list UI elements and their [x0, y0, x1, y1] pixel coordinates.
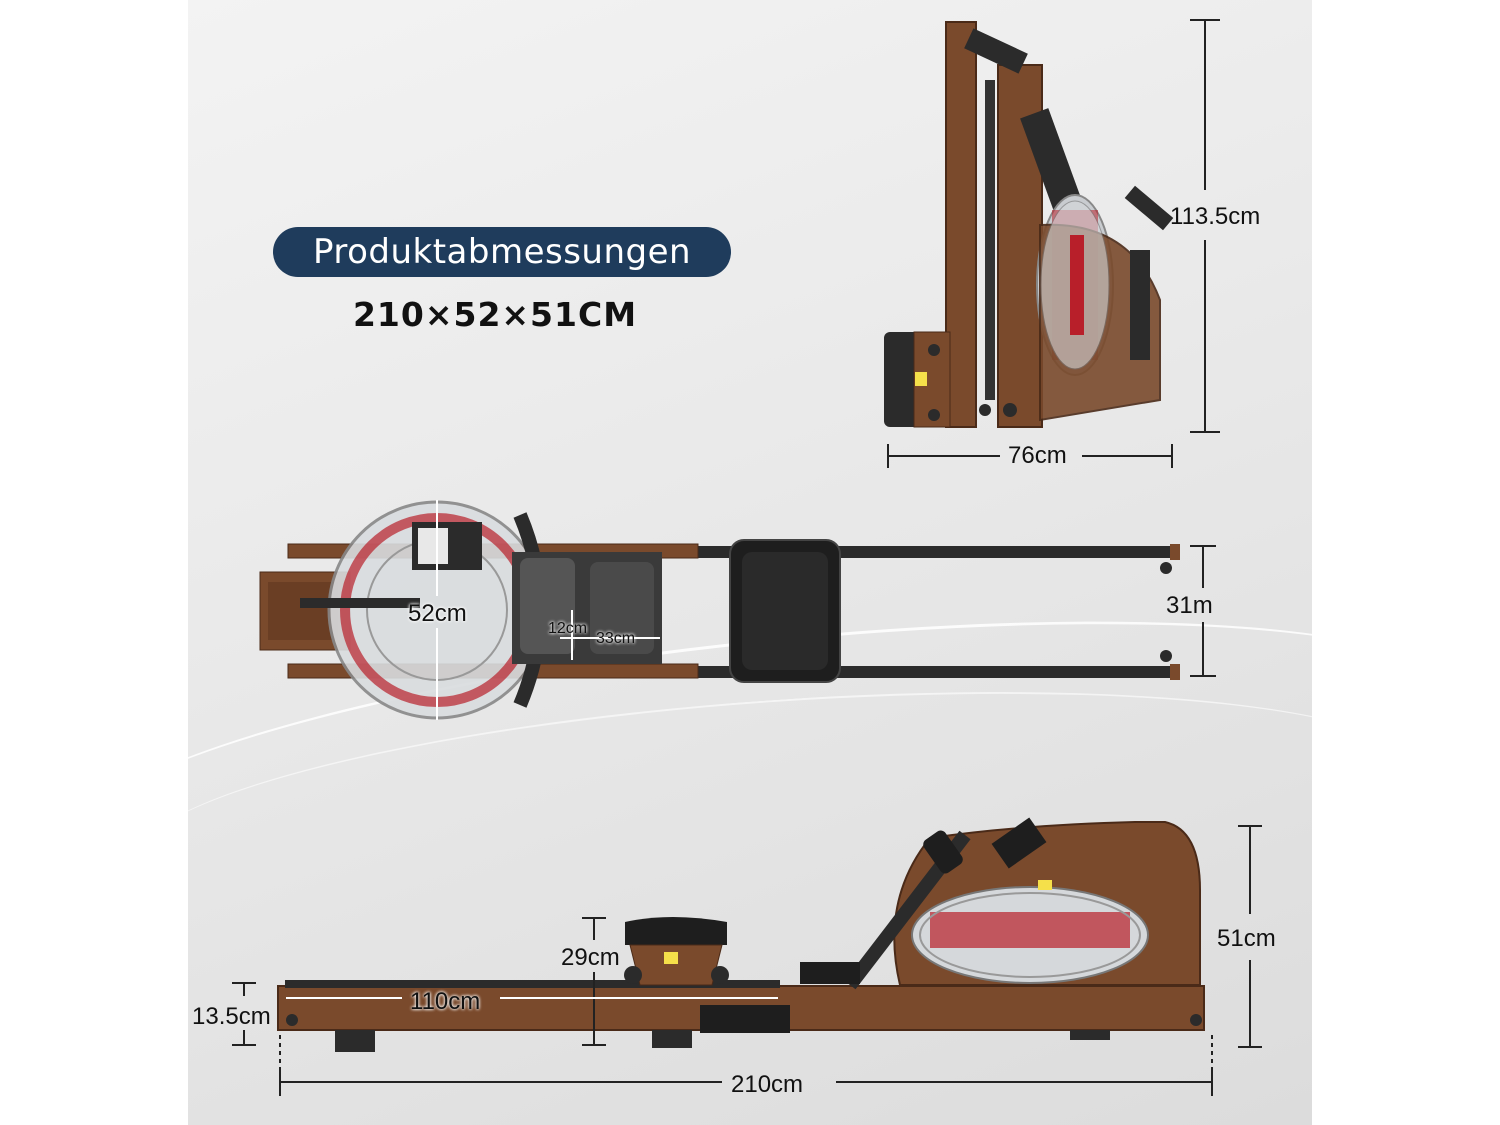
- dimension-line-76: [887, 444, 1173, 468]
- side-view: [277, 817, 1205, 1052]
- overall-dimensions: 210×52×51CM: [352, 295, 638, 334]
- dimension-label-seat-height: 29cm: [561, 944, 620, 971]
- dimension-label-depth-upright: 76cm: [1008, 442, 1067, 469]
- dimension-label-height-upright: 113.5cm: [1170, 203, 1261, 230]
- dimension-label-total-height: 51cm: [1217, 925, 1276, 952]
- upright-view: [884, 21, 1174, 428]
- dimension-line-footrest: [560, 610, 660, 660]
- top-view: [259, 500, 1180, 720]
- dimension-line-31: [1190, 545, 1216, 677]
- page-title: Produktabmessungen: [273, 227, 731, 277]
- dimension-label-rail-width: 31m: [1166, 592, 1213, 619]
- dimension-label-base-height: 13.5cm: [192, 1003, 271, 1030]
- dimension-line-13-5: [232, 982, 256, 1046]
- dimension-label-total-length: 210cm: [731, 1071, 804, 1098]
- dimension-line-29: [582, 917, 606, 1046]
- dimension-line-113-5: [1190, 19, 1220, 433]
- dimension-label-footrest-length: 33cm: [596, 630, 636, 647]
- dimension-line-51: [1238, 825, 1262, 1048]
- dimension-label-footrest-width: 12cm: [548, 620, 588, 637]
- dimension-label-tank-width: 52cm: [408, 600, 467, 627]
- dimension-line-210: [279, 1035, 1213, 1096]
- dimension-label-rail-length: 110cm: [410, 988, 481, 1015]
